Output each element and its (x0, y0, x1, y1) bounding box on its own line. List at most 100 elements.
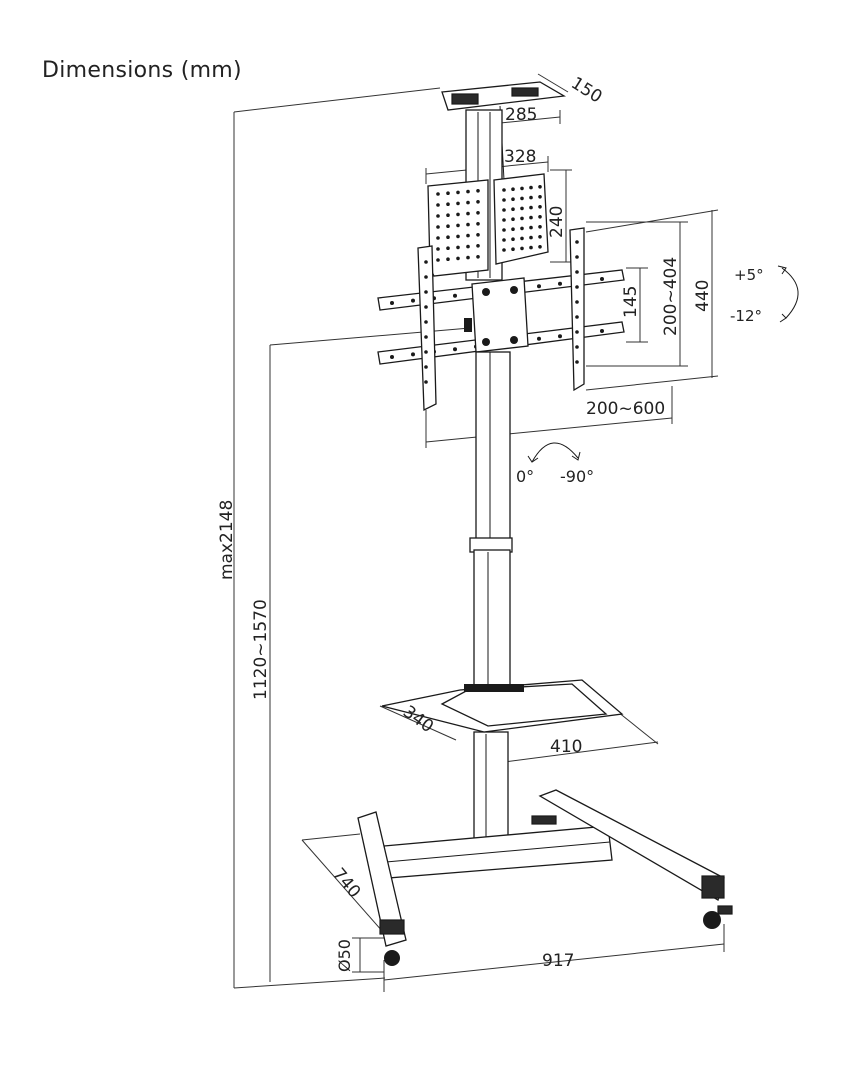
hole (436, 214, 440, 218)
hole (511, 237, 515, 241)
hole (456, 256, 460, 261)
label-top-depth: 150 (567, 73, 605, 107)
hole (456, 234, 460, 239)
vesa-arms (417, 227, 585, 412)
hole (529, 205, 533, 210)
hole (436, 203, 440, 207)
hole (424, 305, 428, 309)
label-vesa-v-small: 145 (621, 286, 641, 318)
label-caster-dia: Ø50 (335, 939, 354, 972)
hole (537, 336, 541, 341)
hole (538, 205, 542, 209)
hole (575, 270, 579, 274)
hole (502, 188, 506, 192)
label-vesa-v-range: 200~404 (661, 257, 681, 336)
hole (476, 211, 480, 215)
label-bracket-height: 440 (693, 280, 713, 312)
hole (453, 347, 457, 352)
hole (436, 258, 440, 262)
hole (529, 225, 533, 230)
hole (537, 284, 541, 289)
hole (575, 315, 579, 319)
hole (529, 215, 533, 220)
hole (575, 285, 579, 289)
hole (511, 197, 515, 201)
hole (575, 360, 579, 364)
dimension-lines (233, 73, 725, 992)
hole (520, 246, 524, 251)
hole (436, 236, 440, 240)
hole (511, 217, 515, 221)
hole (424, 335, 428, 339)
hole (424, 350, 428, 354)
hole (502, 208, 506, 212)
hole (446, 202, 450, 206)
av-shelf (381, 679, 624, 733)
hole (466, 222, 470, 227)
hole (476, 254, 480, 259)
hole (600, 329, 604, 333)
hole (466, 200, 470, 205)
label-base-width: 917 (542, 951, 574, 971)
hole (529, 245, 533, 250)
page-title: Dimensions (mm) (42, 58, 242, 83)
hole (424, 290, 428, 294)
hole (446, 224, 450, 228)
hole (446, 246, 450, 250)
hole (424, 275, 428, 279)
hole (446, 257, 450, 262)
hole (476, 222, 480, 226)
hole (502, 238, 506, 242)
hole (575, 240, 579, 244)
hole (436, 192, 440, 196)
hole (476, 200, 480, 204)
hole (502, 248, 506, 252)
label-center-height: 1120~1570 (251, 599, 271, 700)
hole (446, 235, 450, 239)
label-plate-width: 328 (504, 147, 536, 167)
hole (575, 330, 579, 334)
hole (520, 206, 524, 211)
rolling-base (357, 789, 733, 966)
hole (538, 195, 542, 199)
hole (538, 235, 542, 239)
label-plate-height: 240 (547, 206, 567, 238)
hole (520, 236, 524, 241)
hole (476, 244, 480, 248)
hole (520, 216, 524, 221)
label-vesa-h-range: 200~600 (586, 399, 665, 419)
hole (466, 255, 470, 260)
hole (424, 365, 428, 369)
hole (575, 255, 579, 259)
hole (600, 277, 604, 281)
hole (411, 352, 415, 357)
hole (511, 207, 515, 211)
label-max-height: max2148 (217, 500, 237, 580)
hole (575, 345, 579, 349)
hole (538, 225, 542, 229)
hole (466, 244, 470, 249)
hole (511, 187, 515, 191)
hole (436, 247, 440, 251)
hole (466, 233, 470, 238)
hole (476, 233, 480, 237)
hole (520, 226, 524, 231)
camera-shelf (441, 81, 566, 181)
label-shelf-width: 410 (550, 737, 582, 757)
hole (466, 211, 470, 216)
hole (424, 260, 428, 264)
label-tilt-down: -12° (730, 307, 762, 325)
hole (453, 293, 457, 298)
label-top-width: 285 (505, 105, 537, 125)
hole (502, 218, 506, 222)
label-base-depth: 740 (328, 864, 364, 902)
hole (558, 334, 562, 339)
hole (538, 245, 542, 249)
label-tilt-up: +5° (734, 266, 764, 284)
hole (456, 223, 460, 228)
center-mount (464, 277, 529, 353)
hole (511, 247, 515, 251)
hole (466, 189, 470, 194)
